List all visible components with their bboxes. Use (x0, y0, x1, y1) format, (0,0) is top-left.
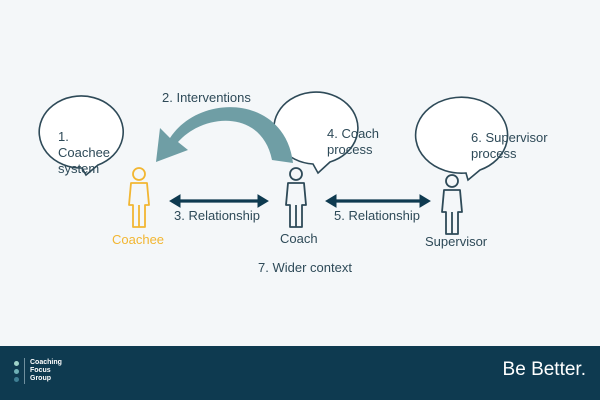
speech-bubble-supervisor-process (414, 96, 509, 182)
relationship-coachee-coach-label: 3. Relationship (174, 208, 260, 223)
coach-process-label: 4. Coach process (327, 126, 380, 157)
logo-line: Group (30, 375, 51, 382)
relationship-arrow-coach-supervisor (325, 194, 431, 208)
footer-bar (0, 346, 600, 400)
tagline: Be Better. (502, 359, 586, 380)
interventions-label: 2. Interventions (162, 90, 251, 105)
logo-dot (14, 368, 19, 374)
coach-figure-icon (285, 167, 307, 228)
logo-dot (14, 376, 19, 382)
supervisor-figure-icon (441, 174, 463, 235)
interventions-arrow (156, 107, 293, 163)
supervisor-process-label: 6. Supervisor process (471, 130, 548, 161)
logo-dots-icon (14, 360, 19, 382)
logo-line: Focus (30, 367, 51, 374)
coach-label: Coach (280, 231, 318, 246)
logo-line: Coaching (30, 359, 62, 366)
coachee-label: Coachee (112, 232, 165, 247)
logo-dot (14, 360, 19, 366)
company-logo: Coaching Focus Group (14, 358, 62, 384)
speech-bubble-coachee-system (38, 95, 124, 177)
diagram-canvas: 1. Coachee system 4. Coach process 6. Su… (0, 0, 600, 346)
logo-divider (24, 358, 25, 384)
supervisor-label: Supervisor (425, 234, 488, 249)
relationship-coach-supervisor-label: 5. Relationship (334, 208, 420, 223)
diagram-graphics (38, 91, 509, 235)
relationship-arrow-coachee-coach (169, 194, 269, 208)
coachee-system-label: 1. Coachee system (58, 129, 111, 176)
wider-context-label: 7. Wider context (258, 260, 352, 275)
coachee-figure-icon (128, 167, 150, 228)
logo-wordmark: Coaching Focus Group (30, 359, 62, 383)
